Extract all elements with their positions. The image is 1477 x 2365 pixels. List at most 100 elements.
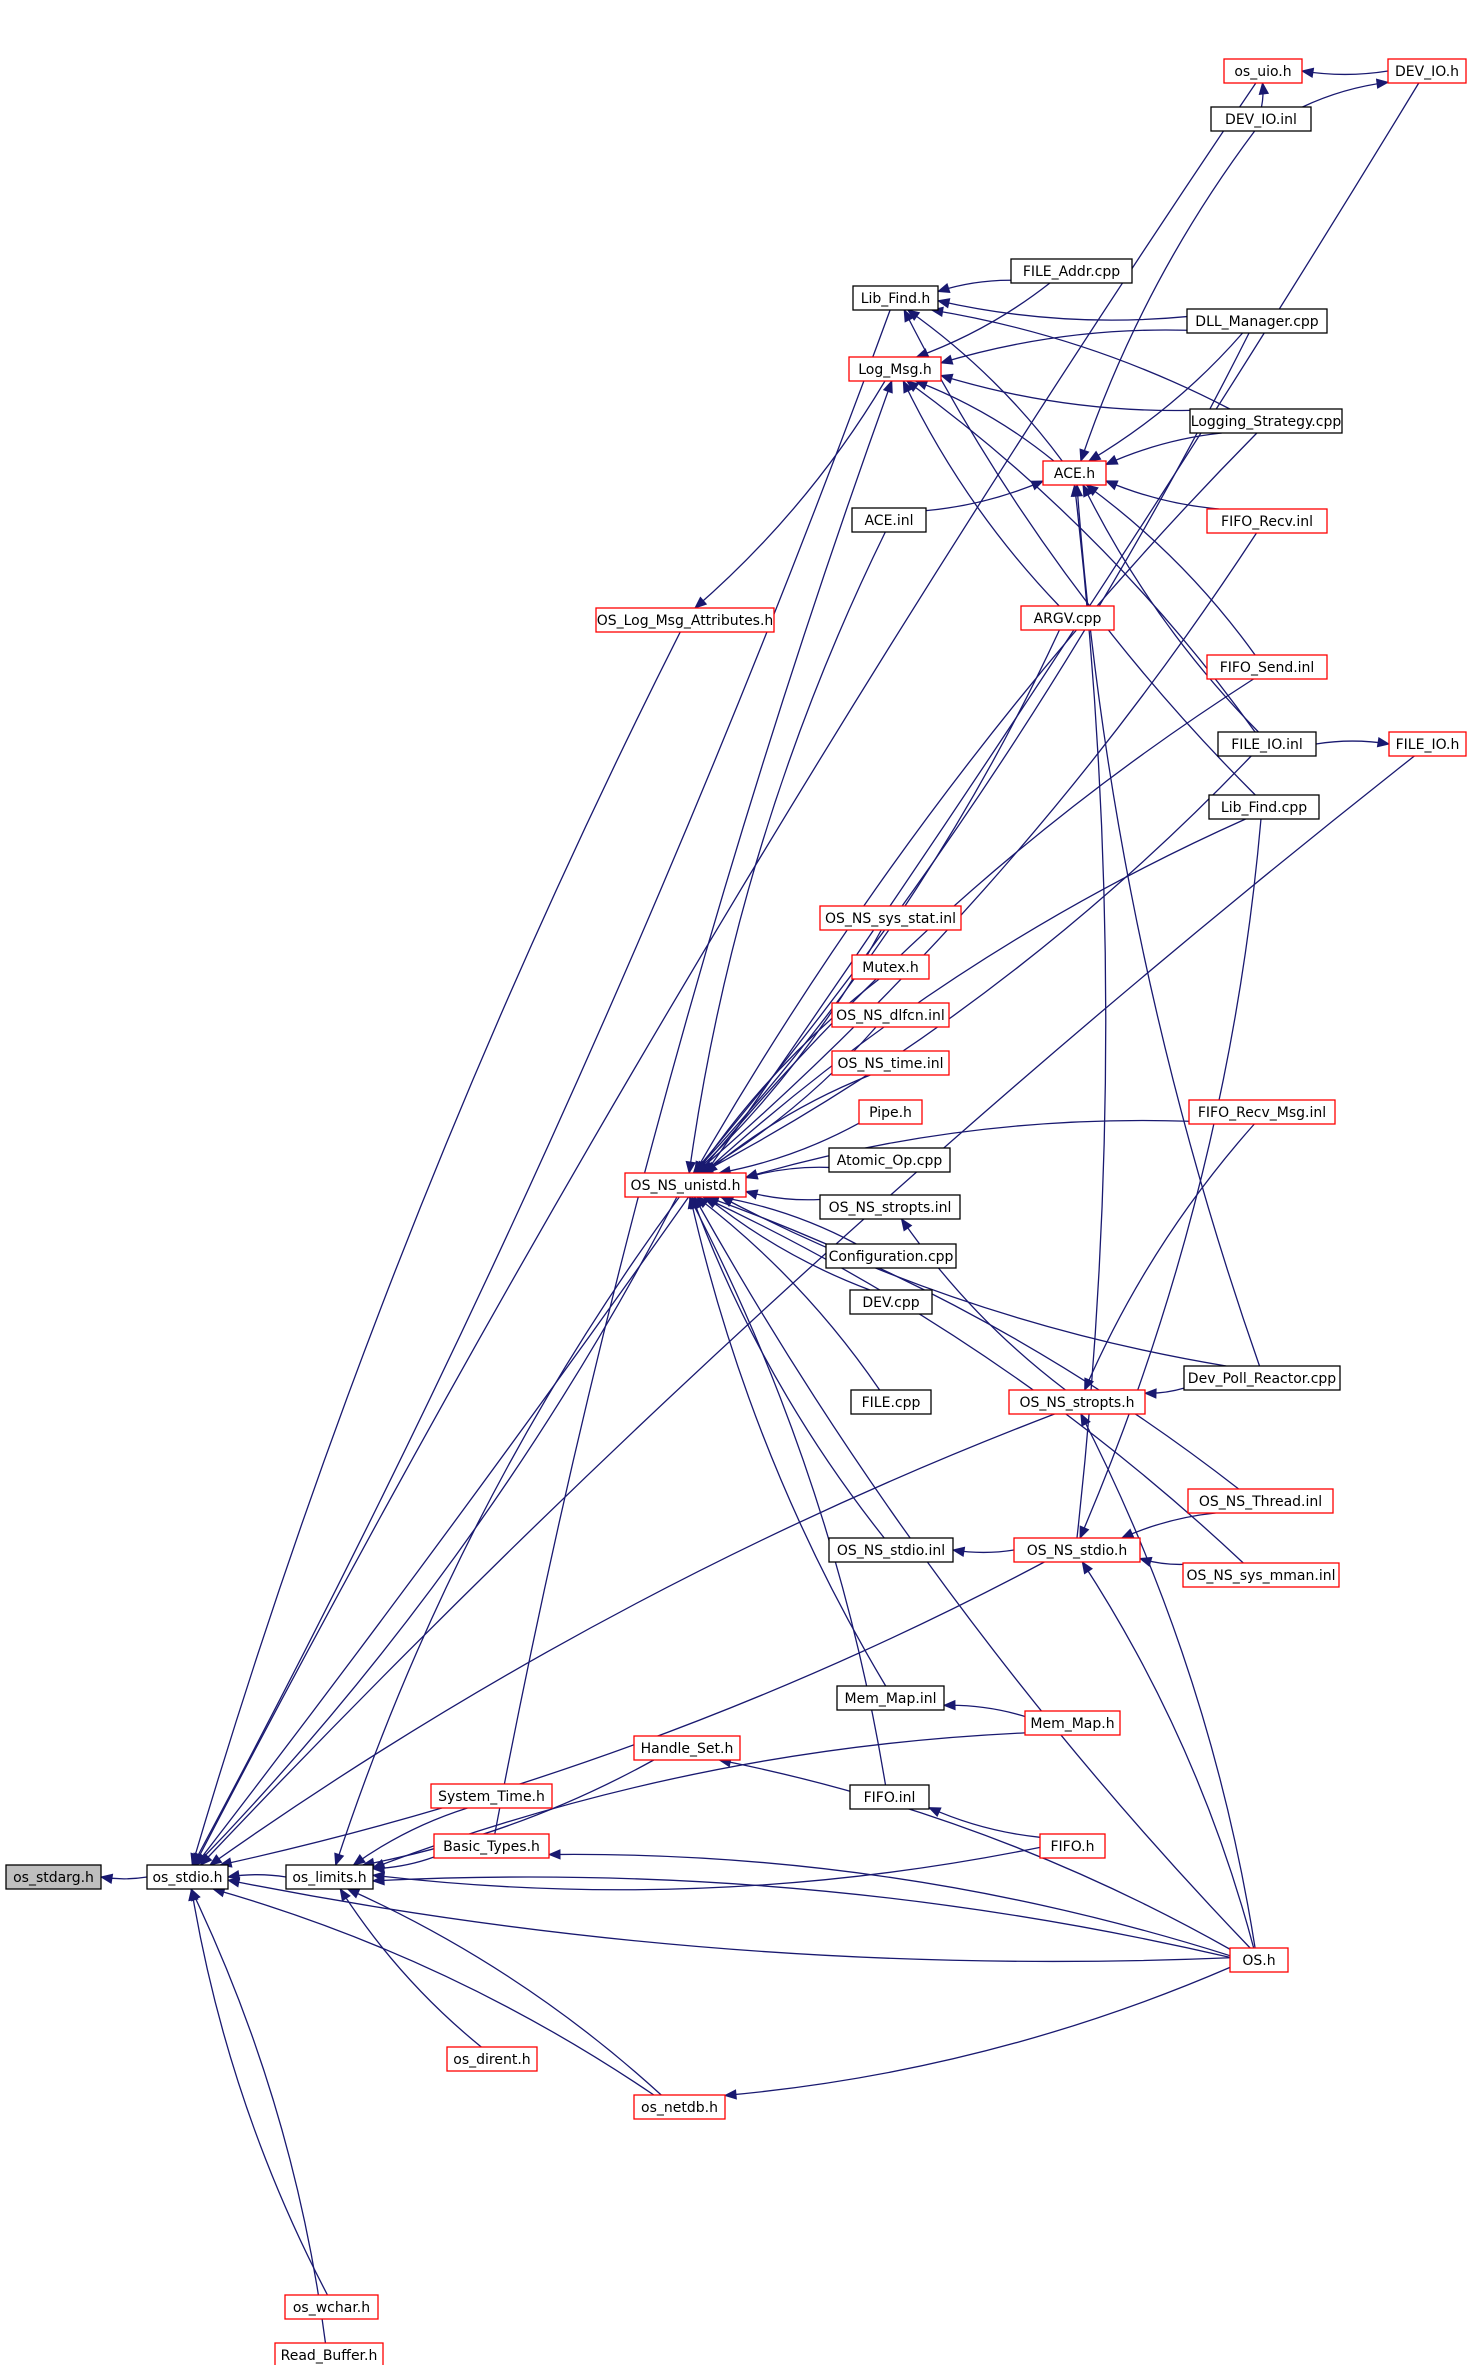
- node-OS-NS-stropts-inl[interactable]: OS_NS_stropts.inl: [819, 1194, 961, 1220]
- node-Lib-Find-h[interactable]: Lib_Find.h: [852, 285, 939, 311]
- node-Atomic-Op-cpp[interactable]: Atomic_Op.cpp: [828, 1147, 951, 1173]
- node-box[interactable]: [624, 1172, 747, 1198]
- node-box[interactable]: [828, 1537, 954, 1563]
- node-ARGV-cpp[interactable]: ARGV.cpp: [1020, 605, 1115, 631]
- node-box[interactable]: [1206, 508, 1328, 534]
- node-os-stdarg-h[interactable]: os_stdarg.h: [5, 1864, 102, 1890]
- node-Pipe-h[interactable]: Pipe.h: [858, 1099, 923, 1125]
- node-box[interactable]: [1206, 654, 1328, 680]
- node-box[interactable]: [836, 1685, 945, 1711]
- node-Lib-Find-cpp[interactable]: Lib_Find.cpp: [1208, 794, 1320, 820]
- node-box[interactable]: [849, 1289, 933, 1315]
- node-box[interactable]: [1008, 1389, 1146, 1415]
- node-OS-NS-unistd-h[interactable]: OS_NS_unistd.h: [624, 1172, 747, 1198]
- node-OS-NS-Thread-inl[interactable]: OS_NS_Thread.inl: [1187, 1488, 1334, 1514]
- node-box[interactable]: [633, 2094, 726, 2120]
- node-box[interactable]: [1210, 106, 1312, 132]
- node-DEV-cpp[interactable]: DEV.cpp: [849, 1289, 933, 1315]
- node-box[interactable]: [430, 1783, 553, 1809]
- node-box[interactable]: [850, 1389, 932, 1415]
- node-OS-NS-stropts-h[interactable]: OS_NS_stropts.h: [1008, 1389, 1146, 1415]
- node-box[interactable]: [849, 1784, 930, 1810]
- node-Logging-Strategy-cpp[interactable]: Logging_Strategy.cpp: [1189, 408, 1343, 434]
- node-OS-h[interactable]: OS.h: [1229, 1947, 1289, 1973]
- node-box[interactable]: [446, 2046, 538, 2072]
- node-OS-NS-sys-stat-inl[interactable]: OS_NS_sys_stat.inl: [819, 905, 962, 931]
- node-box[interactable]: [1217, 731, 1317, 757]
- node-FILE-IO-h[interactable]: FILE_IO.h: [1388, 731, 1467, 757]
- node-box[interactable]: [851, 507, 927, 533]
- node-ACE-inl[interactable]: ACE.inl: [851, 507, 927, 533]
- node-FIFO-inl[interactable]: FIFO.inl: [849, 1784, 930, 1810]
- node-Log-Msg-h[interactable]: Log_Msg.h: [848, 356, 942, 382]
- node-box[interactable]: [1013, 1537, 1141, 1563]
- node-box[interactable]: [1387, 58, 1467, 84]
- node-box[interactable]: [819, 905, 962, 931]
- node-os-stdio-h[interactable]: os_stdio.h: [146, 1864, 229, 1890]
- node-box[interactable]: [819, 1194, 961, 1220]
- node-FIFO-Recv-inl[interactable]: FIFO_Recv.inl: [1206, 508, 1328, 534]
- node-OS-NS-stdio-h[interactable]: OS_NS_stdio.h: [1013, 1537, 1141, 1563]
- node-Mutex-h[interactable]: Mutex.h: [851, 954, 930, 980]
- node-box[interactable]: [1208, 794, 1320, 820]
- node-Dev-Poll-Reactor-cpp[interactable]: Dev_Poll_Reactor.cpp: [1183, 1365, 1341, 1391]
- node-box[interactable]: [274, 2342, 384, 2365]
- node-os-limits-h[interactable]: os_limits.h: [285, 1864, 374, 1890]
- node-FILE-IO-inl[interactable]: FILE_IO.inl: [1217, 731, 1317, 757]
- node-box[interactable]: [1187, 1488, 1334, 1514]
- node-box[interactable]: [1010, 258, 1133, 284]
- node-box[interactable]: [1042, 460, 1107, 486]
- node-box[interactable]: [1024, 1710, 1121, 1736]
- node-os-netdb-h[interactable]: os_netdb.h: [633, 2094, 726, 2120]
- node-FIFO-Recv-Msg-inl[interactable]: FIFO_Recv_Msg.inl: [1188, 1099, 1336, 1125]
- node-box[interactable]: [633, 1735, 741, 1761]
- node-Basic-Types-h[interactable]: Basic_Types.h: [433, 1833, 550, 1859]
- node-ACE-h[interactable]: ACE.h: [1042, 460, 1107, 486]
- node-box[interactable]: [595, 607, 775, 633]
- node-FIFO-Send-inl[interactable]: FIFO_Send.inl: [1206, 654, 1328, 680]
- node-box[interactable]: [1223, 58, 1303, 84]
- node-box[interactable]: [1189, 408, 1343, 434]
- node-DLL-Manager-cpp[interactable]: DLL_Manager.cpp: [1186, 308, 1328, 334]
- node-DEV-IO-inl[interactable]: DEV_IO.inl: [1210, 106, 1312, 132]
- node-box[interactable]: [1388, 731, 1467, 757]
- node-OS-NS-stdio-inl[interactable]: OS_NS_stdio.inl: [828, 1537, 954, 1563]
- node-OS-NS-time-inl[interactable]: OS_NS_time.inl: [831, 1050, 950, 1076]
- node-Handle-Set-h[interactable]: Handle_Set.h: [633, 1735, 741, 1761]
- node-Mem-Map-h[interactable]: Mem_Map.h: [1024, 1710, 1121, 1736]
- node-Mem-Map-inl[interactable]: Mem_Map.inl: [836, 1685, 945, 1711]
- node-os-uio-h[interactable]: os_uio.h: [1223, 58, 1303, 84]
- node-box[interactable]: [5, 1864, 102, 1890]
- node-box[interactable]: [852, 285, 939, 311]
- node-box[interactable]: [831, 1050, 950, 1076]
- node-DEV-IO-h[interactable]: DEV_IO.h: [1387, 58, 1467, 84]
- node-Read-Buffer-h[interactable]: Read_Buffer.h: [274, 2342, 384, 2365]
- node-OS-NS-sys-mman-inl[interactable]: OS_NS_sys_mman.inl: [1182, 1562, 1340, 1588]
- node-box[interactable]: [1183, 1365, 1341, 1391]
- node-box[interactable]: [851, 954, 930, 980]
- node-box[interactable]: [433, 1833, 550, 1859]
- node-os-wchar-h[interactable]: os_wchar.h: [284, 2294, 379, 2320]
- node-box[interactable]: [1182, 1562, 1340, 1588]
- node-box[interactable]: [1020, 605, 1115, 631]
- node-box[interactable]: [831, 1002, 950, 1028]
- node-Configuration-cpp[interactable]: Configuration.cpp: [825, 1243, 957, 1269]
- node-box[interactable]: [146, 1864, 229, 1890]
- node-box[interactable]: [858, 1099, 923, 1125]
- node-OS-NS-dlfcn-inl[interactable]: OS_NS_dlfcn.inl: [831, 1002, 950, 1028]
- node-box[interactable]: [285, 1864, 374, 1890]
- node-box[interactable]: [1039, 1833, 1106, 1859]
- node-FILE-Addr-cpp[interactable]: FILE_Addr.cpp: [1010, 258, 1133, 284]
- node-System-Time-h[interactable]: System_Time.h: [430, 1783, 553, 1809]
- node-box[interactable]: [284, 2294, 379, 2320]
- node-FIFO-h[interactable]: FIFO.h: [1039, 1833, 1106, 1859]
- node-box[interactable]: [825, 1243, 957, 1269]
- node-box[interactable]: [848, 356, 942, 382]
- node-OS-Log-Msg-Attributes-h[interactable]: OS_Log_Msg_Attributes.h: [595, 607, 775, 633]
- node-box[interactable]: [1229, 1947, 1289, 1973]
- node-FILE-cpp[interactable]: FILE.cpp: [850, 1389, 932, 1415]
- node-box[interactable]: [1188, 1099, 1336, 1125]
- node-os-dirent-h[interactable]: os_dirent.h: [446, 2046, 538, 2072]
- node-box[interactable]: [1186, 308, 1328, 334]
- node-box[interactable]: [828, 1147, 951, 1173]
